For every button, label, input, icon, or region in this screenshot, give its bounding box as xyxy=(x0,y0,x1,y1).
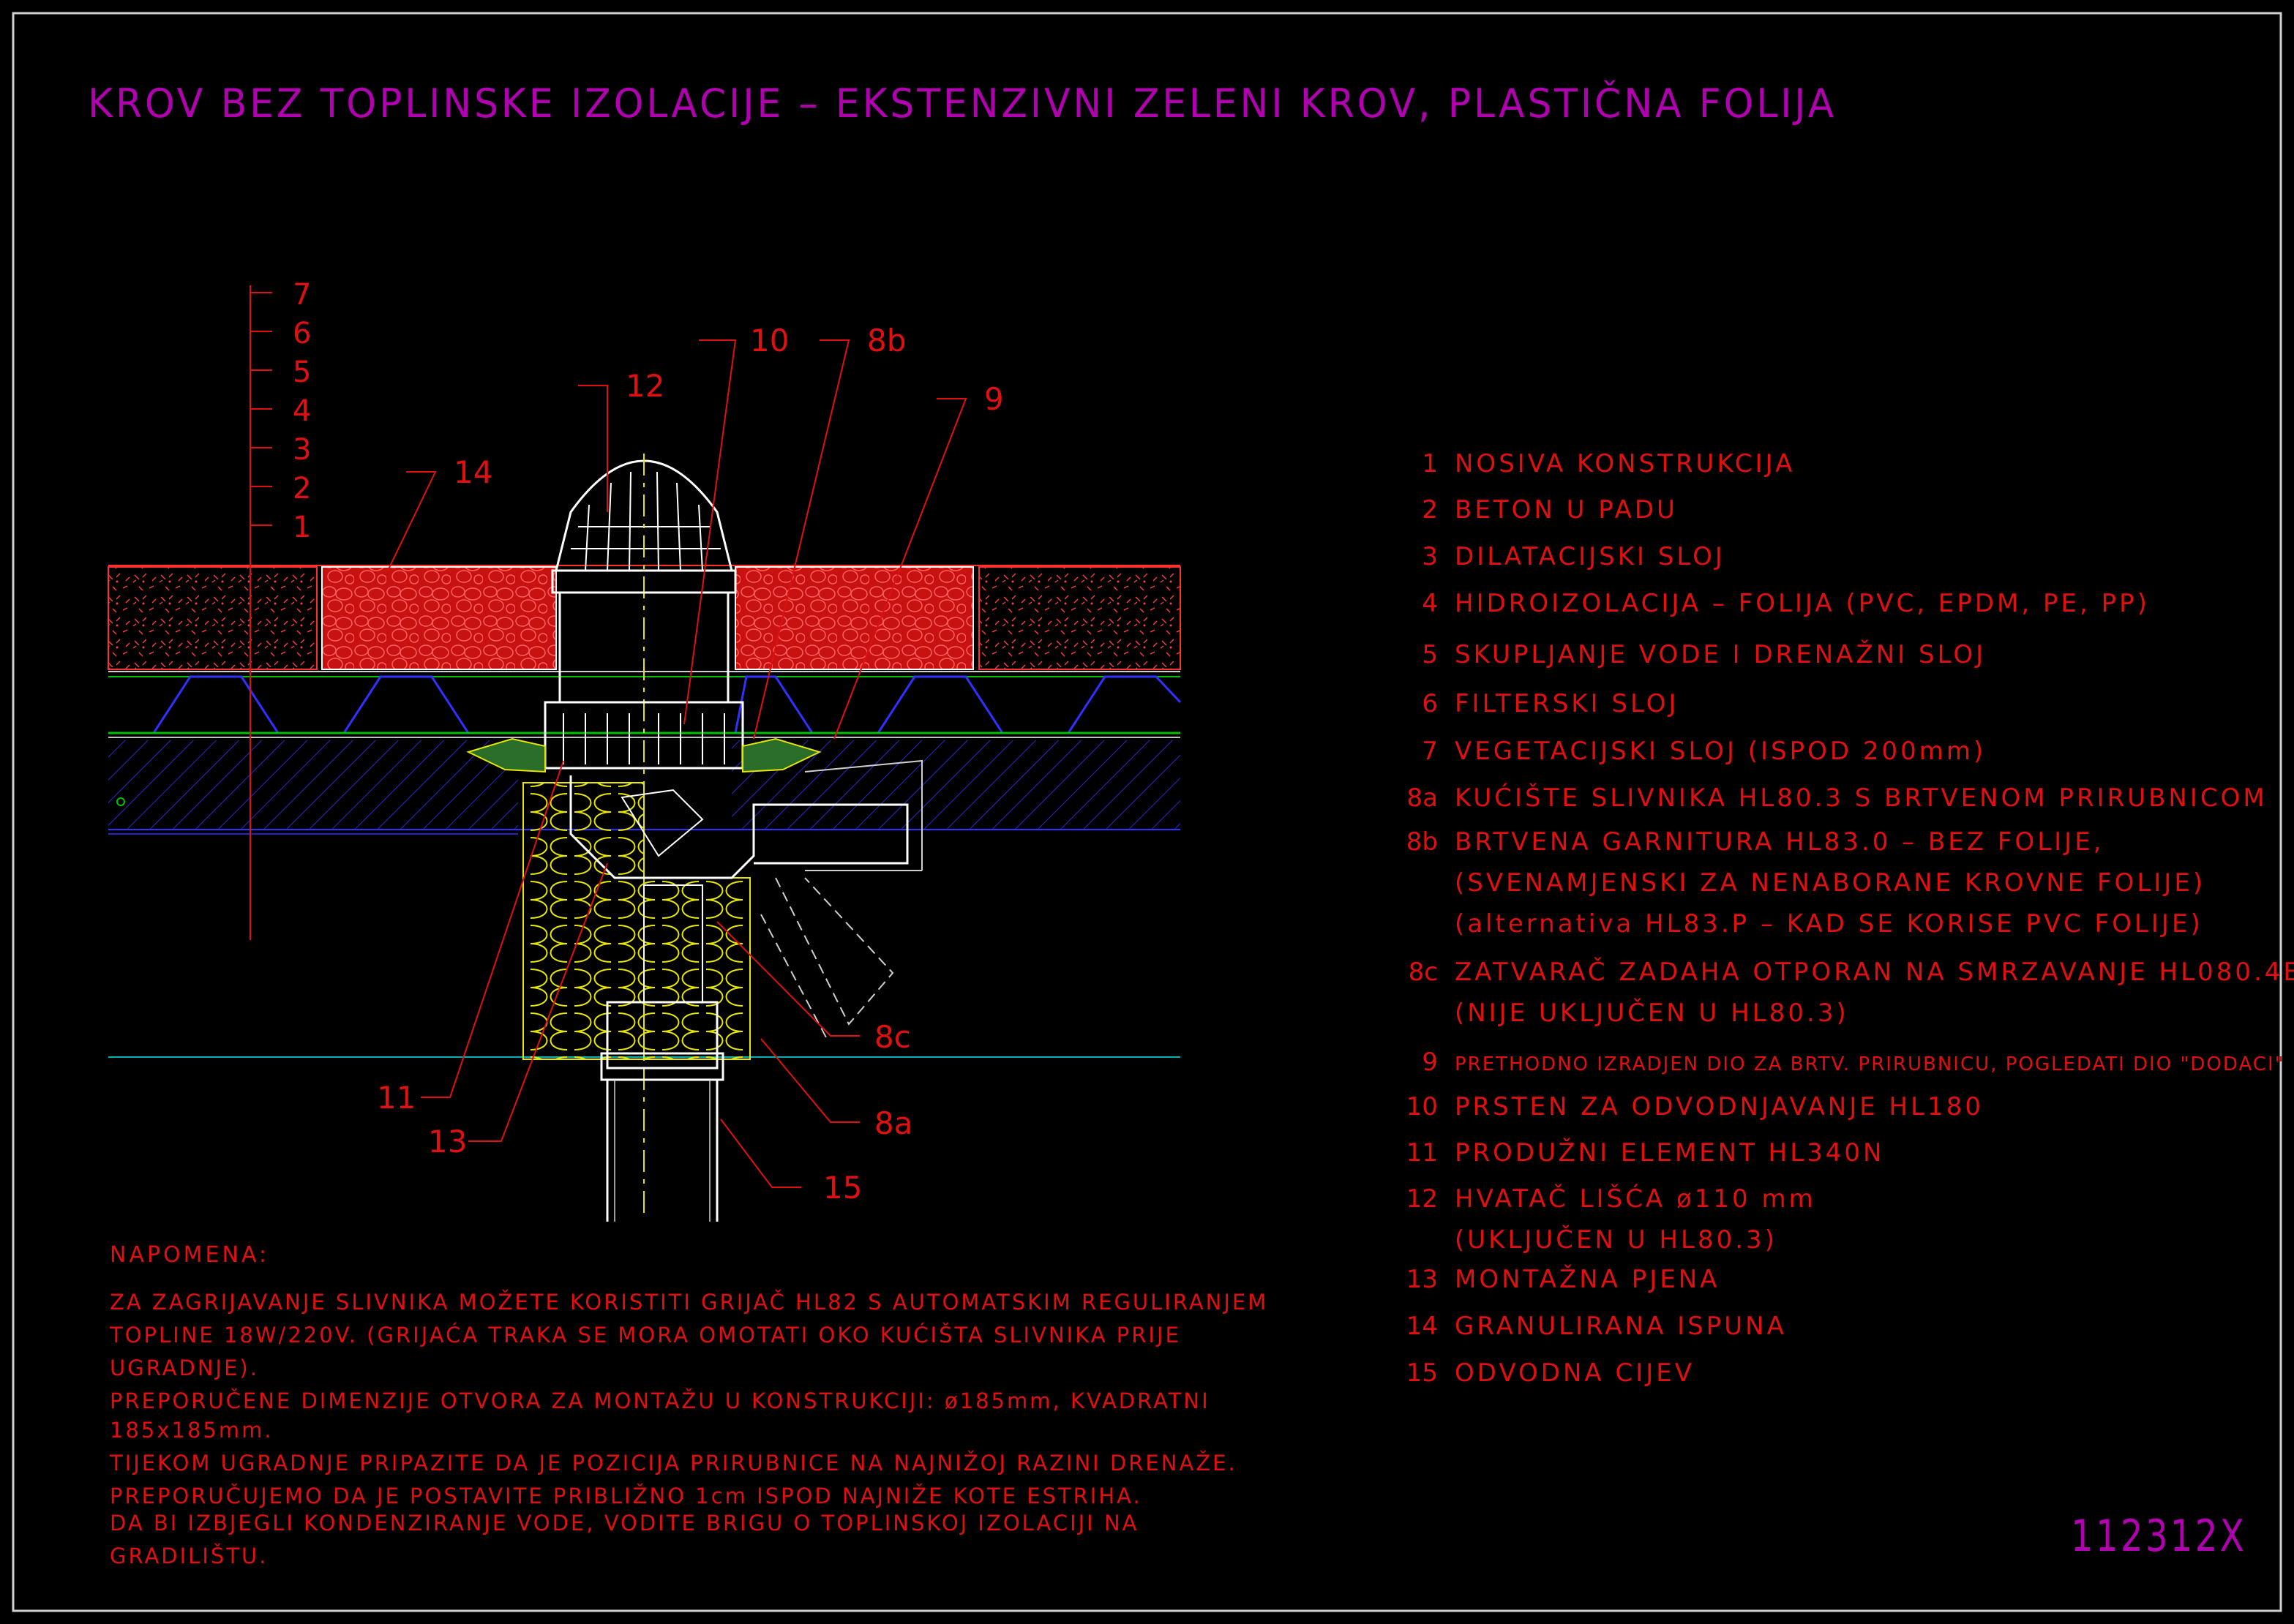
legend-number: 7 xyxy=(1422,737,1438,766)
callout-8c: 8c xyxy=(874,1019,911,1055)
callout-11: 11 xyxy=(377,1080,416,1116)
drawing-number: 112312X xyxy=(2071,1511,2246,1562)
legend-number: 14 xyxy=(1406,1312,1438,1341)
layer-scale: 7 6 5 4 3 2 1 xyxy=(250,278,311,940)
note-line: DA BI IZBJEGLI KONDENZIRANJE VODE, VODIT… xyxy=(110,1511,1139,1535)
drain-body xyxy=(569,775,909,879)
legend-text: NOSIVA KONSTRUKCIJA xyxy=(1455,449,1795,478)
note-line: GRADILIŠTU. xyxy=(110,1544,268,1568)
drainage-ring xyxy=(544,701,744,770)
legend-text: HIDROIZOLACIJA – FOLIJA (PVC, EPDM, PE, … xyxy=(1455,589,2150,618)
callouts: 14 12 10 8b 9 11 13 8c 8a 15 xyxy=(377,323,1004,1206)
scale-label: 6 xyxy=(293,317,311,350)
note-block: NAPOMENA: ZA ZAGRIJAVANJE SLIVNIKA MOŽET… xyxy=(109,1242,1268,1568)
legend-text: BRTVENA GARNITURA HL83.0 – BEZ FOLIJE, xyxy=(1455,827,2104,857)
legend-text: PRSTEN ZA ODVODNJAVANJE HL180 xyxy=(1455,1092,1984,1121)
legend-number: 11 xyxy=(1406,1138,1438,1168)
legend-number: 2 xyxy=(1422,495,1438,525)
legend-text: BETON U PADU xyxy=(1455,495,1678,525)
legend-number: 13 xyxy=(1406,1265,1438,1294)
note-line: TIJEKOM UGRADNJE PRIPAZITE DA JE POZICIJ… xyxy=(109,1451,1237,1475)
note-line: PREPORUČUJEMO DA JE POSTAVITE PRIBLIŽNO … xyxy=(110,1484,1142,1508)
legend-number: 6 xyxy=(1422,689,1438,718)
note-line: ZA ZAGRIJAVANJE SLIVNIKA MOŽETE KORISTIT… xyxy=(110,1290,1268,1315)
scale-label: 2 xyxy=(293,472,311,505)
vegetation-layer-right xyxy=(978,566,1181,670)
note-line: TOPLINE 18W/220V. (GRIJAĆA TRAKA SE MORA… xyxy=(109,1323,1181,1347)
granular-fill-left xyxy=(321,566,557,670)
legend-text: (alternativa HL83.P – KAD SE KORISE PVC … xyxy=(1455,909,2203,939)
legend-number: 9 xyxy=(1422,1048,1438,1077)
legend-number: 12 xyxy=(1406,1184,1438,1214)
legend-number: 10 xyxy=(1406,1092,1438,1121)
legend-text: (SVENAMJENSKI ZA NENABORANE KROVNE FOLIJ… xyxy=(1455,868,2205,898)
legend-text: PRETHODNO IZRADJEN DIO ZA BRTV. PRIRUBNI… xyxy=(1455,1053,2285,1075)
vegetation-layer-left xyxy=(108,566,318,670)
legend-text: GRANULIRANA ISPUNA xyxy=(1455,1312,1787,1341)
legend-number: 15 xyxy=(1406,1358,1438,1388)
legend-text: MONTAŽNA PJENA xyxy=(1455,1264,1720,1294)
legend-text: SKUPLJANJE VODE I DRENAŽNI SLOJ xyxy=(1455,639,1986,669)
legend-number: 4 xyxy=(1422,589,1438,618)
legend-text: KUĆIŠTE SLIVNIKA HL80.3 S BRTVENOM PRIRU… xyxy=(1455,783,2268,813)
granular-fill-right xyxy=(735,566,974,670)
legend-number: 8b xyxy=(1406,827,1438,857)
note-line: 185x185mm. xyxy=(110,1418,274,1443)
callout-10: 10 xyxy=(750,323,789,358)
legend: 1 NOSIVA KONSTRUKCIJA 2 BETON U PADU 3 DILATA… xyxy=(1406,449,2294,1388)
legend-text: ZATVARAČ ZADAHA OTPORAN NA SMRZAVANJE HL… xyxy=(1455,957,2294,987)
legend-text: HVATAČ LIŠĆA ø110 mm xyxy=(1455,1184,1816,1214)
legend-text: FILTERSKI SLOJ xyxy=(1455,689,1679,718)
legend-text: VEGETACIJSKI SLOJ (ISPOD 200mm) xyxy=(1455,737,1986,766)
legend-number: 5 xyxy=(1422,640,1438,669)
legend-text: (NIJE UKLJUČEN U HL80.3) xyxy=(1455,998,1849,1028)
callout-14: 14 xyxy=(454,454,492,490)
legend-text: (UKLJUČEN U HL80.3) xyxy=(1455,1225,1777,1255)
scale-label: 5 xyxy=(293,356,311,389)
legend-text: ODVODNA CIJEV xyxy=(1455,1358,1695,1388)
scale-label: 1 xyxy=(293,511,311,544)
legend-number: 8a xyxy=(1407,783,1438,813)
note-heading: NAPOMENA: xyxy=(110,1242,269,1268)
callout-8b: 8b xyxy=(867,323,906,358)
sealing-flange xyxy=(466,737,546,773)
note-line: PREPORUČENE DIMENZIJE OTVORA ZA MONTAŽU … xyxy=(110,1388,1210,1413)
drawing-frame xyxy=(12,12,2282,1612)
concrete-slab-left xyxy=(108,740,518,830)
mounting-foam xyxy=(522,782,645,1060)
note-line: UGRADNJE). xyxy=(110,1356,259,1380)
scale-label: 4 xyxy=(293,394,311,428)
callout-12: 12 xyxy=(626,368,664,404)
legend-number: 3 xyxy=(1422,542,1438,571)
callout-15: 15 xyxy=(823,1170,862,1206)
leader-lines xyxy=(387,339,967,1188)
legend-text: PRODUŽNI ELEMENT HL340N xyxy=(1455,1138,1885,1168)
scale-label: 7 xyxy=(293,278,311,312)
scale-label: 3 xyxy=(293,433,311,467)
roof-section-drawing xyxy=(108,454,1182,1222)
legend-number: 8c xyxy=(1409,958,1438,987)
callout-13: 13 xyxy=(428,1124,467,1159)
drawing-title: KROV BEZ TOPLINSKE IZOLACIJE – EKSTENZIV… xyxy=(88,80,1837,127)
legend-text: DILATACIJSKI SLOJ xyxy=(1455,542,1725,571)
callout-9: 9 xyxy=(984,381,1004,417)
legend-number: 1 xyxy=(1422,449,1438,478)
callout-8a: 8a xyxy=(874,1105,912,1141)
